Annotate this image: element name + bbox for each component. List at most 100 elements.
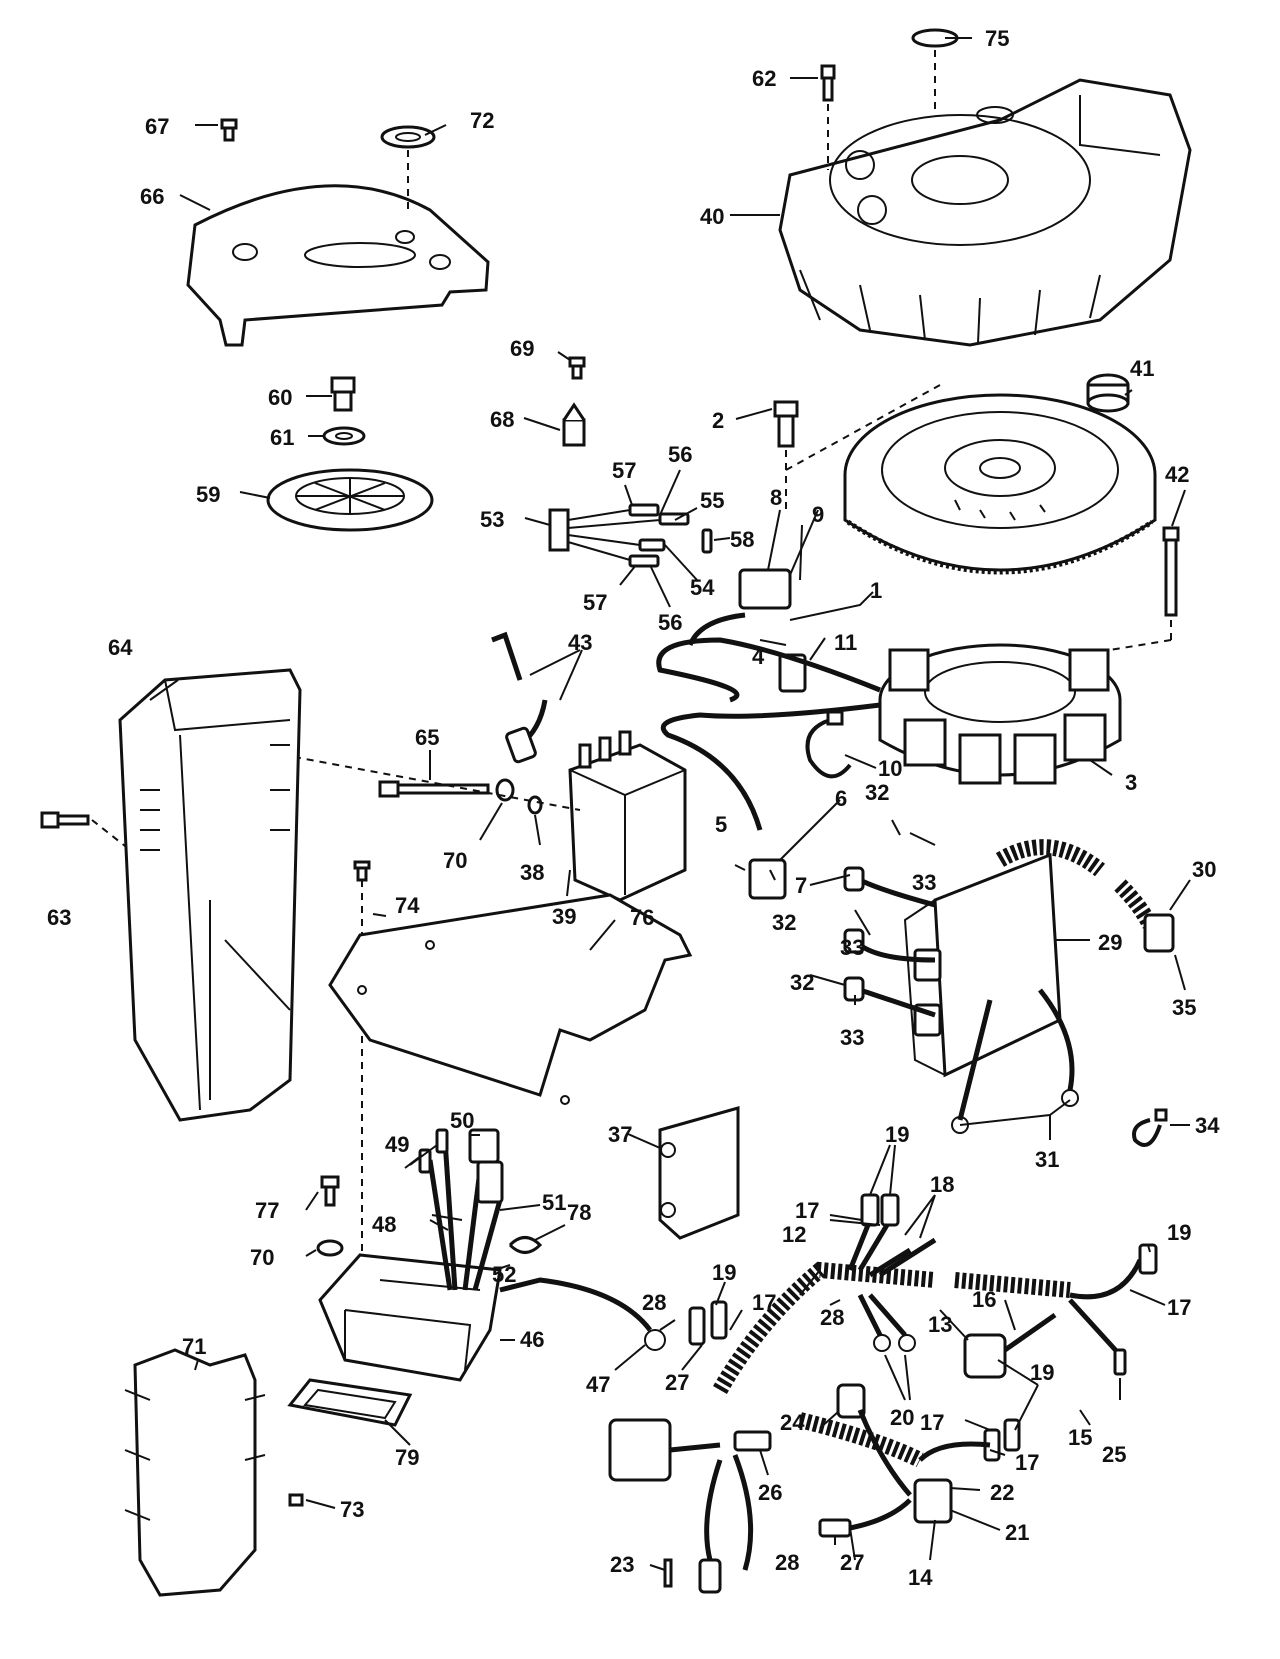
callout-27-bottom: 27	[840, 1550, 864, 1575]
callout-33-mid: 33	[840, 935, 864, 960]
callout-78: 78	[567, 1200, 591, 1225]
tie-strap	[805, 710, 852, 779]
callout-27-left: 27	[665, 1370, 689, 1395]
callout-47: 47	[586, 1372, 610, 1397]
callout-60: 60	[268, 385, 292, 410]
callout-56-bottom: 56	[658, 610, 682, 635]
plate-washer	[380, 125, 436, 215]
callout-17-top: 17	[795, 1198, 819, 1223]
callout-64: 64	[108, 635, 133, 660]
retainer	[778, 653, 807, 693]
callout-74: 74	[395, 893, 420, 918]
callout-17-right: 17	[1167, 1295, 1191, 1320]
callout-17-left: 17	[752, 1290, 776, 1315]
callout-17-low: 17	[920, 1410, 944, 1435]
rectifier-gasket	[287, 1378, 413, 1427]
power-pack	[843, 839, 1175, 1134]
callout-40: 40	[700, 204, 724, 229]
callout-46: 46	[520, 1327, 544, 1352]
callout-79: 79	[395, 1445, 419, 1470]
callout-35: 35	[1172, 995, 1196, 1020]
callout-52: 52	[492, 1262, 516, 1287]
callout-37: 37	[608, 1122, 632, 1147]
callout-50: 50	[450, 1108, 474, 1133]
callout-22: 22	[990, 1480, 1014, 1505]
stator	[878, 643, 1122, 785]
mounting-plate	[658, 1106, 740, 1240]
callout-58: 58	[730, 527, 754, 552]
cover-plug	[911, 28, 959, 115]
callout-23: 23	[610, 1552, 634, 1577]
stator-screw	[1109, 526, 1180, 651]
callout-7: 7	[795, 873, 807, 898]
callout-38: 38	[520, 860, 544, 885]
wire-clip	[562, 402, 586, 447]
callout-25: 25	[1102, 1442, 1126, 1467]
callout-31: 31	[1035, 1147, 1059, 1172]
callout-24: 24	[780, 1410, 805, 1435]
leader-lines	[149, 37, 1191, 1571]
callout-8: 8	[770, 485, 782, 510]
flywheel	[843, 393, 1157, 575]
rectifier-screw	[320, 1175, 340, 1207]
clip-screw	[568, 356, 586, 380]
callout-72: 72	[470, 108, 494, 133]
callout-21: 21	[1005, 1520, 1029, 1545]
ignition-coil	[568, 730, 687, 902]
callout-51: 51	[542, 1190, 566, 1215]
callout-62: 62	[752, 66, 776, 91]
spark-plug-leads	[491, 631, 548, 764]
callout-66: 66	[140, 184, 164, 209]
callout-75: 75	[985, 26, 1009, 51]
callout-73: 73	[340, 1497, 364, 1522]
callout-65: 65	[415, 725, 439, 750]
callout-1: 1	[870, 578, 882, 603]
callout-19-right: 19	[1167, 1220, 1191, 1245]
callout-33-top: 33	[912, 870, 936, 895]
callout-69: 69	[510, 336, 534, 361]
callout-20: 20	[890, 1405, 914, 1430]
callout-48: 48	[372, 1212, 396, 1237]
callout-2: 2	[712, 408, 724, 433]
pulley-bolt	[330, 376, 356, 412]
coil-stud	[378, 780, 490, 798]
callout-56-top: 56	[668, 442, 692, 467]
callout-9: 9	[812, 502, 824, 527]
callout-77: 77	[255, 1198, 279, 1223]
callout-70-upper: 70	[443, 848, 467, 873]
callout-11: 11	[834, 630, 857, 655]
callout-16: 16	[972, 1287, 996, 1312]
callout-12: 12	[782, 1222, 806, 1247]
callout-labels: 75 62 40 72 67 66 69 60 61 59 68 2 41 42…	[47, 26, 1220, 1590]
callout-19-low: 19	[1030, 1360, 1054, 1385]
callout-26: 26	[758, 1480, 782, 1505]
callout-28-bottom: 28	[775, 1550, 799, 1575]
rectifier-cover-screw	[288, 1493, 304, 1507]
bracket-screw	[353, 860, 371, 1260]
rectifier-cover	[124, 1348, 266, 1597]
stator-leads	[656, 568, 881, 900]
callout-57-bottom: 57	[583, 590, 607, 615]
flywheel-nut	[1086, 373, 1130, 413]
callout-32-low: 32	[790, 970, 814, 995]
callout-13: 13	[928, 1312, 952, 1337]
callout-70-lower: 70	[250, 1245, 274, 1270]
callout-42: 42	[1165, 462, 1189, 487]
callout-19-top: 19	[885, 1122, 909, 1147]
callout-18: 18	[930, 1172, 954, 1197]
callout-3: 3	[1125, 770, 1137, 795]
callout-28-left: 28	[642, 1290, 666, 1315]
callout-59: 59	[196, 482, 220, 507]
callout-68: 68	[490, 407, 514, 432]
callout-71: 71	[182, 1334, 206, 1359]
callout-57-top: 57	[612, 458, 636, 483]
callout-61: 61	[270, 425, 294, 450]
starter-pulley	[266, 468, 434, 532]
rope-plate	[186, 184, 490, 347]
flywheel-bolt	[773, 384, 941, 510]
cover-screw	[820, 64, 836, 170]
pulley-washer	[322, 426, 366, 446]
callout-53: 53	[480, 507, 504, 532]
callout-32-top: 32	[865, 780, 889, 805]
terminal-bundle	[548, 503, 713, 568]
